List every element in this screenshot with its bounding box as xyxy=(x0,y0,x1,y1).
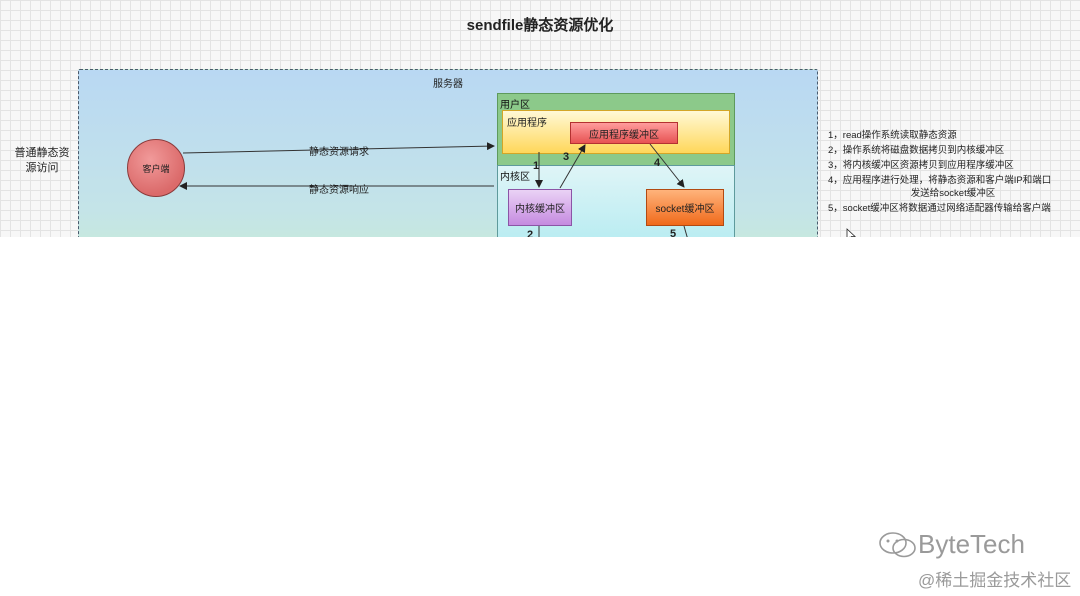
arrow-number-1: 1 xyxy=(533,160,540,172)
side-label: 普通静态资源访问 xyxy=(14,147,70,174)
watermark-logo: ByteTech xyxy=(878,529,1025,560)
application-buffer: 应用程序缓冲区 xyxy=(570,122,678,144)
application-box: 应用程序 xyxy=(502,110,730,154)
request-arrow xyxy=(182,142,495,154)
step-5: 5，socket缓冲区将数据通过网络适配器传输给客户端 xyxy=(828,203,1051,214)
arrow-number-5: 5 xyxy=(670,228,677,237)
step-3: 3，将内核缓冲区资源拷贝到应用程序缓冲区 xyxy=(828,160,1014,171)
edges-layer xyxy=(179,142,688,237)
arrow-5 xyxy=(683,225,688,237)
server-label: 服务器 xyxy=(433,79,463,90)
application-label: 应用程序 xyxy=(507,118,547,129)
arrow-number-4: 4 xyxy=(654,157,661,169)
diagram-title: sendfile静态资源优化 xyxy=(466,17,614,34)
steps-list: 1，read操作系统读取静态资源 2，操作系统将磁盘数据拷贝到内核缓冲区 3，将… xyxy=(828,130,1078,218)
request-label: 静态资源请求 xyxy=(309,147,369,158)
mouse-cursor-icon xyxy=(846,228,856,237)
arrow-3 xyxy=(559,144,586,189)
step-4-continued: 发送给socket缓冲区 xyxy=(910,188,996,199)
diagram-canvas: sendfile静态资源优化 普通静态资源访问 服务器 用户区 内核区 应用程序… xyxy=(0,0,1080,237)
wechat-icon xyxy=(879,531,916,557)
kernel-zone-label: 内核区 xyxy=(500,172,530,183)
watermark-brand: ByteTech xyxy=(918,529,1025,559)
user-zone-label: 用户区 xyxy=(500,100,530,111)
step-1: 1，read操作系统读取静态资源 xyxy=(828,130,957,141)
arrow-4 xyxy=(649,143,685,188)
arrow-number-3: 3 xyxy=(563,151,570,163)
arrow-number-2: 2 xyxy=(527,229,534,237)
step-2: 2，操作系统将磁盘数据拷贝到内核缓冲区 xyxy=(828,145,1005,156)
kernel-buffer: 内核缓冲区 xyxy=(508,189,572,226)
step-4: 4，应用程序进行处理，将静态资源和客户端IP和端口 xyxy=(828,175,1052,186)
socket-buffer: socket缓冲区 xyxy=(646,189,724,226)
watermark-text: @稀土掘金技术社区 xyxy=(918,571,1072,590)
client-node: 客户端 xyxy=(127,139,185,197)
response-label: 静态资源响应 xyxy=(309,185,369,196)
